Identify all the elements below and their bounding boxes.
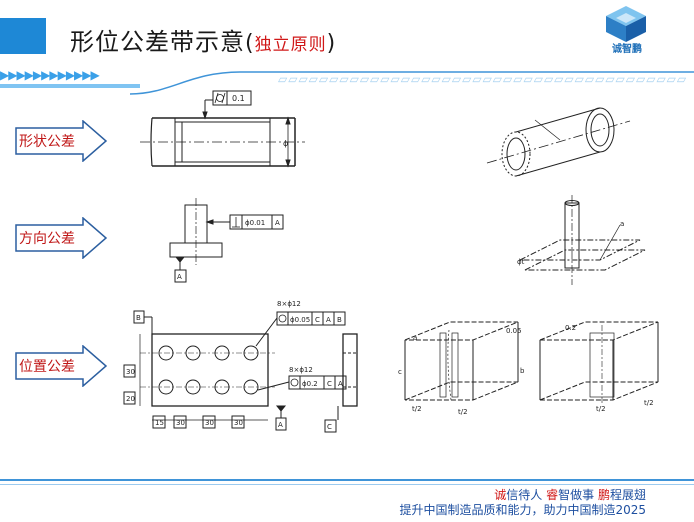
- slogan-part-2: 信待人: [506, 488, 547, 502]
- zone-label-c: c: [398, 368, 402, 376]
- orientation-frame-datum: A: [275, 219, 280, 227]
- orientation-zone-drawing: a ϕt: [517, 195, 646, 285]
- frame2-ref-2: A: [338, 380, 343, 388]
- header-band-line: [0, 84, 140, 88]
- category-form-arrow: 形状公差: [15, 119, 108, 163]
- arrow-shape: [15, 216, 108, 260]
- form-tol-value: 0.1: [232, 94, 245, 103]
- position-icon: [290, 378, 299, 387]
- frame1-ref-3: B: [337, 316, 342, 324]
- pos-zone1-tol: 0.05: [506, 327, 522, 335]
- holes-note-2: 8×ϕ12: [289, 366, 313, 374]
- header-accent-block: [0, 18, 46, 54]
- header-arrow-band: ▶▶▶▶▶▶▶▶▶▶▶▶: [0, 68, 100, 82]
- zone-label-t2-2: t/2: [458, 408, 468, 416]
- frame2-ref-1: C: [327, 380, 332, 388]
- footer-line-thin: [0, 484, 694, 485]
- category-position-label: 位置公差: [19, 359, 75, 375]
- footer-slogan: 诚信待人 睿智做事 鹏程展翅: [494, 486, 646, 503]
- zone-label-t2-4: t/2: [644, 399, 654, 407]
- position-icon: [278, 314, 287, 323]
- position-zone-1: 0.05 a b c t/2 t/2: [398, 321, 525, 416]
- frame1-ref-1: C: [315, 316, 320, 324]
- frame1-tol: ϕ0.05: [290, 316, 310, 324]
- orientation-zone-label: ϕt: [517, 258, 525, 266]
- header-dash-pattern: ▱▱▱▱▱▱▱▱▱▱▱▱▱▱▱▱▱▱▱▱▱▱▱▱▱▱▱▱▱▱▱▱▱▱▱▱▱▱▱▱: [278, 72, 688, 86]
- slogan-part-4: 智做事: [558, 488, 598, 502]
- pos-zone2-tol: 0.2: [565, 324, 576, 332]
- position-drawing: B 8×ϕ12 ϕ0.05 C A B 8×ϕ12 ϕ0.2 C A 30 20…: [123, 300, 358, 433]
- orientation-drawing: ϕ0.01 A A: [169, 198, 284, 283]
- logo-text: 诚智鹏: [612, 44, 642, 55]
- orientation-frame-tol: ϕ0.01: [245, 219, 265, 227]
- slogan-part-6: 程展翅: [609, 488, 646, 502]
- form-shaft-drawing: ϕ 0.1: [140, 90, 305, 168]
- position-datum-c: C: [327, 423, 332, 431]
- zone-label-a: a: [413, 334, 417, 342]
- zone-label-t2-1: t/2: [412, 405, 422, 413]
- dim-bottom-4: 30: [234, 419, 243, 427]
- dim-bottom-3: 30: [205, 419, 214, 427]
- footer-slogan-2: 提升中国制造品质和能力，助力中国制造2025: [399, 503, 646, 517]
- holes-note-1: 8×ϕ12: [277, 300, 301, 308]
- orientation-datum-label: A: [177, 273, 182, 281]
- title-paren-open: (: [245, 31, 255, 56]
- arrow-shape: [15, 344, 108, 388]
- title-main: 形位公差带示意: [70, 28, 245, 56]
- header-swoosh: [130, 71, 694, 95]
- slogan-part-5: 鹏: [597, 488, 610, 502]
- frame1-ref-2: A: [326, 316, 331, 324]
- drawings-canvas: ϕ 0.1 ϕ0.01 A A: [123, 90, 659, 433]
- dim-bottom-2: 30: [176, 419, 185, 427]
- dim-side-2: 20: [126, 395, 135, 403]
- dim-bottom-1: 15: [155, 419, 164, 427]
- category-form-label: 形状公差: [19, 134, 75, 150]
- footer-line: [0, 479, 694, 481]
- page-title: 形位公差带示意(独立原则): [70, 22, 336, 57]
- position-datum-a: A: [278, 421, 283, 429]
- form-dim-symbol: ϕ: [283, 139, 288, 148]
- orientation-zone-label-b: a: [620, 220, 624, 228]
- category-orientation-label: 方向公差: [19, 231, 75, 247]
- slogan-part-1: 诚: [494, 488, 507, 502]
- position-zone-2: 0.2 t/2 t/2: [539, 321, 659, 413]
- zone-label-b: b: [520, 367, 525, 375]
- form-zone-cylinder: [486, 107, 631, 177]
- category-position-arrow: 位置公差: [15, 344, 108, 388]
- frame2-tol: ϕ0.2: [302, 380, 318, 388]
- slogan-part-3: 睿: [546, 488, 559, 502]
- zone-label-t2-3: t/2: [596, 405, 606, 413]
- company-logo: [606, 6, 646, 42]
- arrow-shape: [15, 119, 108, 163]
- category-orientation-arrow: 方向公差: [15, 216, 108, 260]
- title-subtitle: 独立原则: [254, 35, 327, 55]
- position-datum-b: B: [136, 314, 141, 322]
- title-paren-close: ): [326, 31, 337, 56]
- dim-side-1: 30: [126, 368, 135, 376]
